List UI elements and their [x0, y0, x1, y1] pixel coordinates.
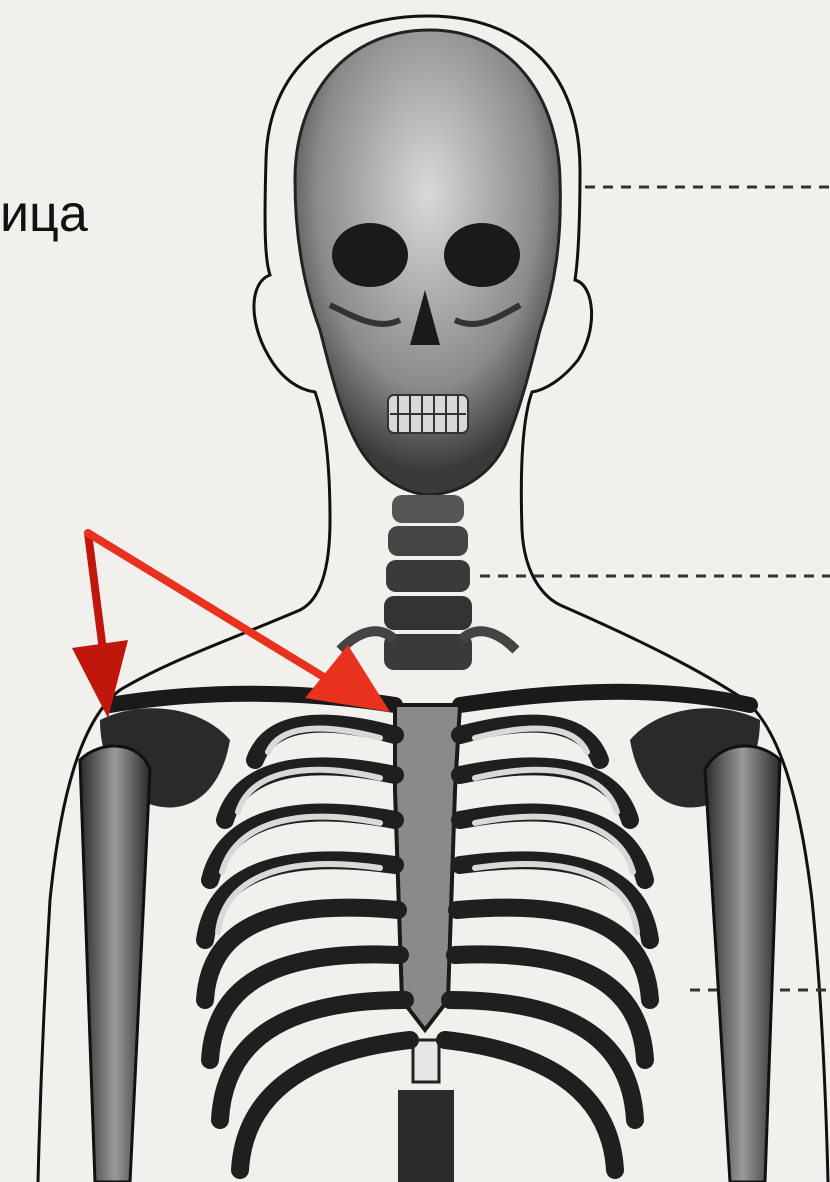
- cervical-spine: [340, 495, 516, 670]
- humerus-right: [705, 746, 780, 1182]
- sternum: [395, 705, 460, 1182]
- humerus-left: [80, 746, 150, 1182]
- partial-label-text: ица: [0, 188, 88, 240]
- arrow-to-sternum: [88, 533, 345, 690]
- clavicle-right: [460, 692, 750, 705]
- skull: [295, 30, 560, 495]
